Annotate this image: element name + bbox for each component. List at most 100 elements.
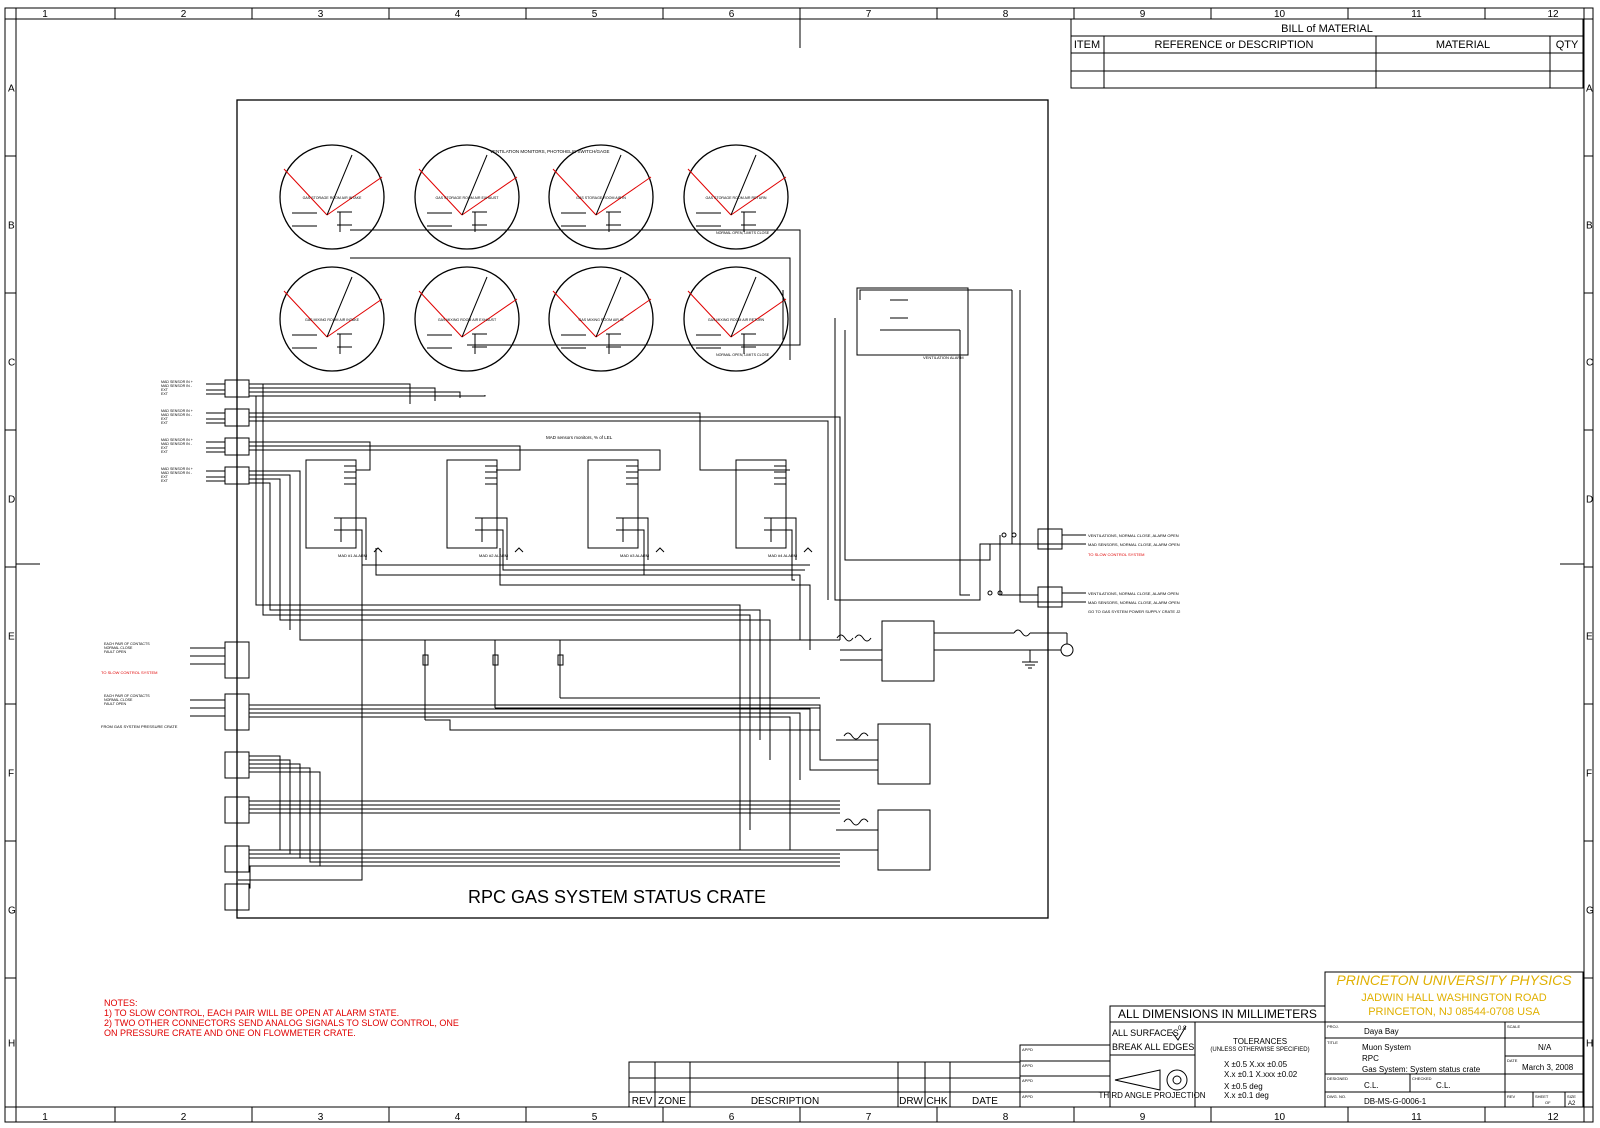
title-block: ALL DIMENSIONS IN MILLIMETERS ALL SURFAC… bbox=[1098, 971, 1584, 1108]
gauge: GAS MIXING ROOM AIR INTAKE bbox=[279, 266, 385, 372]
relay-boxes bbox=[836, 620, 1074, 871]
gauge: GAS MIXING ROOM AIR IN bbox=[548, 266, 654, 372]
gauge-label: GAS MIXING ROOM AIR RETURN bbox=[708, 318, 765, 322]
tolerance-line-1: X ±0.5 X.xx ±0.05 bbox=[1224, 1060, 1288, 1069]
bom-header-material: MATERIAL bbox=[1436, 39, 1490, 51]
org-address-1: JADWIN HALL WASHINGTON ROAD bbox=[1361, 992, 1546, 1004]
tolerances-title: TOLERANCES bbox=[1233, 1037, 1287, 1046]
gauge-dial-icon bbox=[548, 266, 654, 372]
mad-monitor-label: MAD #1 ALARM bbox=[338, 553, 367, 558]
gauge: GAS STORAGE ROOM AIR IN bbox=[548, 144, 654, 250]
contacts-label: FAULT OPEN bbox=[104, 702, 126, 706]
column-label-bottom: 2 bbox=[181, 1112, 187, 1123]
mad-input-label: EXT bbox=[161, 450, 169, 454]
row-label-left: C bbox=[8, 358, 15, 369]
from-pressure-crate-label: FROM GAS SYSTEM PRESSURE CRATE bbox=[101, 724, 178, 729]
connector bbox=[224, 845, 250, 873]
tolerances-sub: (UNLESS OTHERWISE SPECIFIED) bbox=[1210, 1047, 1309, 1053]
mad-input-label: EXT bbox=[161, 392, 169, 396]
mad-input-label: EXT bbox=[161, 421, 169, 425]
mad-monitor-box bbox=[305, 459, 357, 549]
mad-input-label: MAD SENSOR IN - bbox=[161, 413, 193, 417]
rev-header-description: DESCRIPTION bbox=[751, 1096, 819, 1107]
column-label-bottom: 7 bbox=[866, 1112, 872, 1123]
mad-input-label: MAD SENSOR IN + bbox=[161, 380, 193, 384]
label-sheet: SHEET bbox=[1535, 1094, 1549, 1099]
mad-monitor-label: MAD #4 ALARM bbox=[768, 553, 797, 558]
wiring bbox=[190, 229, 1062, 889]
mad-input-label: MAD SENSOR IN + bbox=[161, 438, 193, 442]
contacts-label: EACH PAIR OF CONTACTS bbox=[104, 694, 150, 698]
label-size: SIZE bbox=[1567, 1094, 1576, 1099]
column-label-bottom: 1 bbox=[42, 1112, 48, 1123]
gauge-normal-open-label: NORMAL OPEN, LIMITS CLOSE bbox=[716, 231, 770, 235]
right-label-1: VENTILATIONS, NORMAL CLOSE, ALARM OPEN bbox=[1088, 533, 1179, 538]
rev-header-chk: CHK bbox=[926, 1096, 947, 1107]
label-dwg-no: DWG. NO. bbox=[1327, 1094, 1346, 1099]
title-line-1: Muon System bbox=[1362, 1043, 1411, 1052]
mad-monitor-label: MAD #2 ALARM bbox=[479, 553, 508, 558]
contacts-label: EACH PAIR OF CONTACTS bbox=[104, 642, 150, 646]
mad-monitor-box bbox=[446, 459, 498, 549]
row-label-left: E bbox=[8, 632, 15, 643]
revision-block: REV ZONE DESCRIPTION DRW CHK DATE APPD A… bbox=[628, 1044, 1111, 1108]
surface-value: 0.8 bbox=[1178, 1026, 1187, 1032]
notes: NOTES: 1) TO SLOW CONTROL, EACH PAIR WIL… bbox=[104, 998, 459, 1038]
column-label-bottom: 4 bbox=[455, 1112, 461, 1123]
right-label-4: VENTILATIONS, NORMAL CLOSE, ALARM OPEN bbox=[1088, 591, 1179, 596]
right-label-5: MAD SENSORS, NORMAL CLOSE, ALARM OPEN bbox=[1088, 600, 1180, 605]
column-label-bottom: 8 bbox=[1003, 1112, 1009, 1123]
tolerance-line-2: X.x ±0.1 X.xxx ±0.02 bbox=[1224, 1070, 1298, 1079]
tolerance-line-3: X ±0.5 deg bbox=[1224, 1082, 1263, 1091]
gauge-dial-icon bbox=[414, 266, 520, 372]
column-label-top: 9 bbox=[1140, 9, 1146, 20]
label-rev: REV bbox=[1507, 1094, 1516, 1099]
column-label-top: 11 bbox=[1411, 9, 1422, 20]
connector bbox=[224, 796, 250, 824]
label-date: DATE bbox=[1507, 1058, 1518, 1063]
mad-monitor: MAD #2 ALARM bbox=[446, 459, 524, 558]
column-label-bottom: 5 bbox=[592, 1112, 598, 1123]
notes-title: NOTES: bbox=[104, 998, 138, 1008]
right-label-6: GO TO GAS SYSTEM POWER SUPPLY CRATE J2 bbox=[1088, 609, 1181, 614]
label-proj: PROJ. bbox=[1327, 1024, 1339, 1029]
mad-monitor: MAD #1 ALARM bbox=[305, 459, 383, 558]
dimensions-note: ALL DIMENSIONS IN MILLIMETERS bbox=[1118, 1007, 1317, 1021]
label-title: TITLE bbox=[1327, 1040, 1338, 1045]
column-label-top: 8 bbox=[1003, 9, 1009, 20]
surfaces-label: ALL SURFACES bbox=[1112, 1028, 1179, 1038]
column-label-bottom: 9 bbox=[1140, 1112, 1146, 1123]
column-label-bottom: 6 bbox=[729, 1112, 735, 1123]
mad-input-label: EXT bbox=[161, 388, 169, 392]
column-label-top: 6 bbox=[729, 9, 735, 20]
column-label-top: 7 bbox=[866, 9, 872, 20]
scale-value: N/A bbox=[1538, 1043, 1552, 1052]
column-label-top: 1 bbox=[42, 9, 48, 20]
project-name: Daya Bay bbox=[1364, 1027, 1399, 1036]
column-label-bottom: 12 bbox=[1547, 1112, 1559, 1123]
gauge-dial-icon bbox=[414, 144, 520, 250]
sheet-size: A2 bbox=[1568, 1101, 1576, 1107]
mad-input-label: MAD SENSOR IN + bbox=[161, 467, 193, 471]
to-slow-control-label: TO SLOW CONTROL SYSTEM bbox=[101, 670, 157, 675]
row-label-right: B bbox=[1586, 221, 1593, 232]
vent-header: VENTILATION MONITORS, PHOTOHELIC SWITCH/… bbox=[490, 149, 610, 154]
column-label-top: 4 bbox=[455, 9, 461, 20]
gauge-label: GAS STORAGE ROOM AIR EXHAUST bbox=[435, 196, 499, 200]
mad-header: MAD sensors monitors, % of LEL bbox=[546, 435, 613, 440]
row-label-left: B bbox=[8, 221, 15, 232]
label-checked: CHECKED bbox=[1412, 1076, 1432, 1081]
row-label-left: D bbox=[8, 495, 15, 506]
row-label-left: F bbox=[8, 769, 14, 780]
bom-header-item: ITEM bbox=[1074, 39, 1100, 51]
right-connectors: VENTILATIONS, NORMAL CLOSE, ALARM OPEN M… bbox=[987, 528, 1181, 614]
org-name: PRINCETON UNIVERSITY PHYSICS bbox=[1336, 972, 1572, 988]
mad-input-label: EXT bbox=[161, 479, 169, 483]
note-3: ON PRESSURE CRATE AND ONE ON FLOWMETER C… bbox=[104, 1028, 356, 1038]
label-scale: SCALE bbox=[1507, 1024, 1520, 1029]
column-label-top: 10 bbox=[1274, 9, 1286, 20]
